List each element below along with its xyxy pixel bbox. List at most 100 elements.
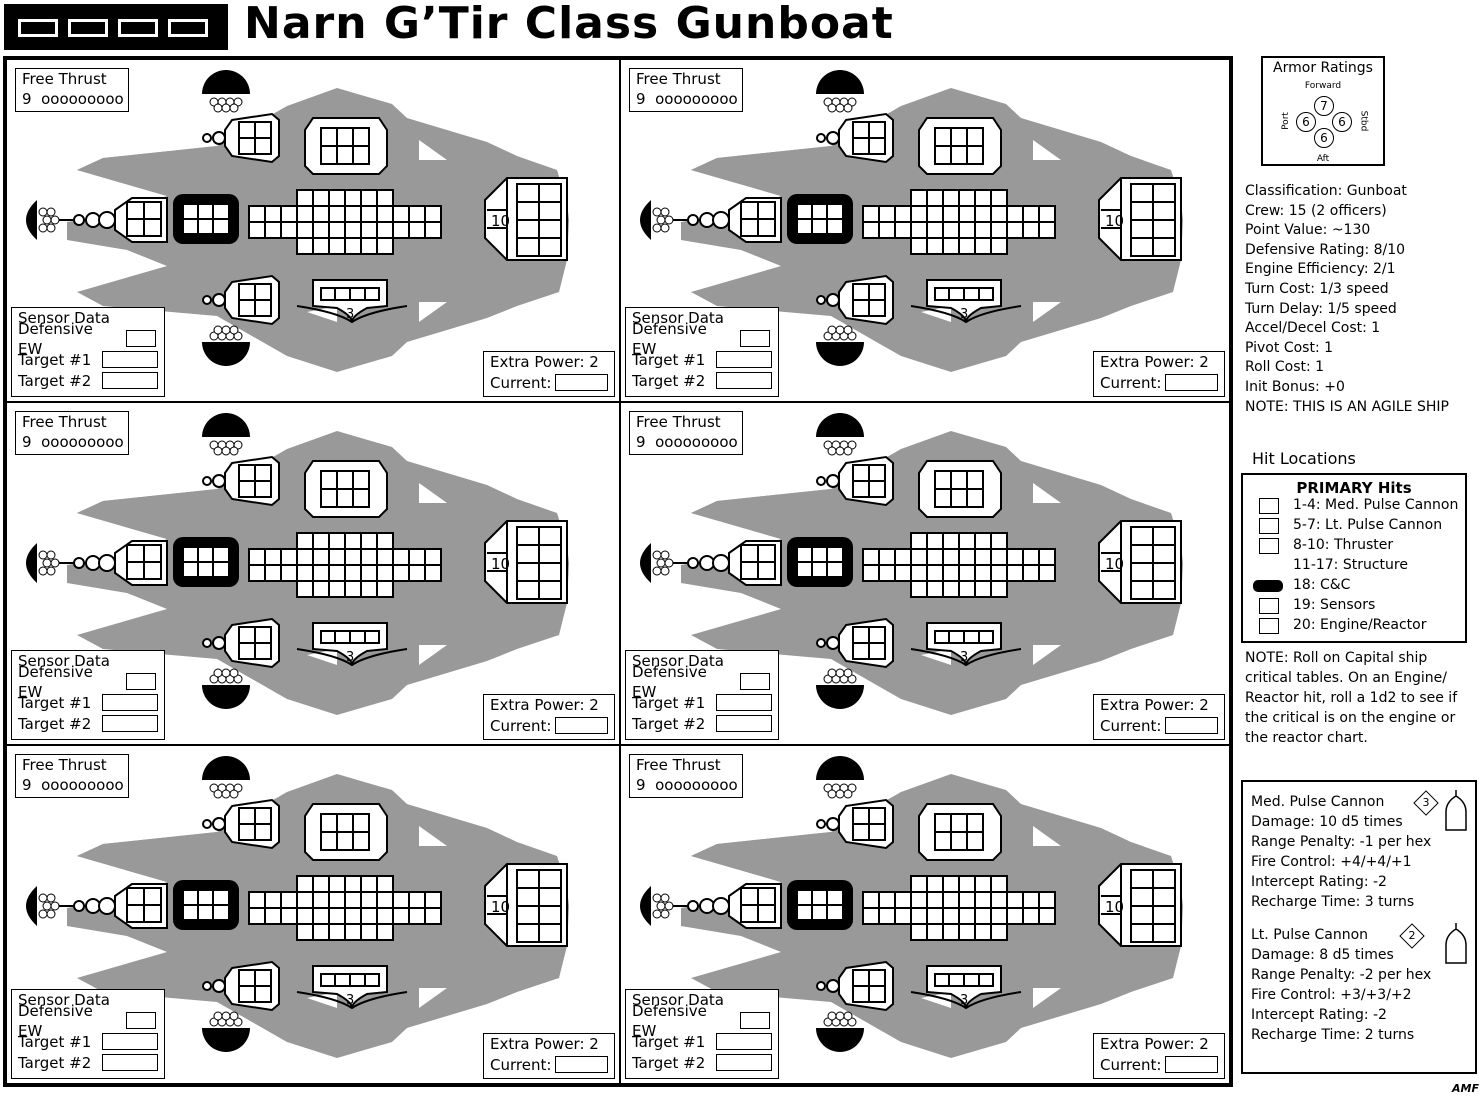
target1-input[interactable] bbox=[715, 1033, 772, 1050]
structure-box[interactable] bbox=[344, 907, 362, 925]
structure-box[interactable] bbox=[296, 548, 314, 566]
structure-box[interactable] bbox=[990, 548, 1008, 566]
structure-box[interactable] bbox=[942, 221, 960, 239]
structure-box[interactable] bbox=[296, 891, 314, 909]
structure-box[interactable] bbox=[328, 237, 346, 255]
structure-box[interactable] bbox=[926, 548, 944, 566]
structure-box[interactable] bbox=[862, 548, 880, 566]
structure-box[interactable] bbox=[424, 564, 442, 582]
structure-box[interactable] bbox=[296, 205, 314, 223]
structure-box[interactable] bbox=[392, 564, 410, 582]
defensive-ew-input[interactable] bbox=[740, 1012, 770, 1029]
structure-box[interactable] bbox=[248, 907, 266, 925]
structure-box[interactable] bbox=[990, 189, 1008, 207]
structure-box[interactable] bbox=[1038, 221, 1056, 239]
structure-box[interactable] bbox=[376, 923, 394, 941]
structure-box[interactable] bbox=[424, 907, 442, 925]
structure-box[interactable] bbox=[376, 237, 394, 255]
structure-box[interactable] bbox=[344, 237, 362, 255]
structure-box[interactable] bbox=[424, 891, 442, 909]
structure-box[interactable] bbox=[958, 548, 976, 566]
target1-input[interactable] bbox=[101, 694, 158, 711]
structure-box[interactable] bbox=[248, 548, 266, 566]
structure-box[interactable] bbox=[328, 907, 346, 925]
structure-box[interactable] bbox=[878, 891, 896, 909]
structure-box[interactable] bbox=[360, 564, 378, 582]
structure-box[interactable] bbox=[408, 564, 426, 582]
structure-box[interactable] bbox=[894, 564, 912, 582]
structure-box[interactable] bbox=[878, 907, 896, 925]
structure-box[interactable] bbox=[296, 875, 314, 893]
structure-box[interactable] bbox=[1006, 221, 1024, 239]
structure-box[interactable] bbox=[942, 564, 960, 582]
defensive-ew-input[interactable] bbox=[126, 330, 156, 347]
structure-box[interactable] bbox=[408, 907, 426, 925]
thrust-boxes[interactable]: ooooooooo bbox=[655, 433, 738, 451]
structure-box[interactable] bbox=[280, 548, 298, 566]
structure-box[interactable] bbox=[1006, 205, 1024, 223]
structure-box[interactable] bbox=[910, 205, 928, 223]
structure-box[interactable] bbox=[894, 205, 912, 223]
structure-box[interactable] bbox=[392, 205, 410, 223]
structure-box[interactable] bbox=[248, 221, 266, 239]
structure-box[interactable] bbox=[328, 564, 346, 582]
structure-box[interactable] bbox=[344, 923, 362, 941]
structure-box[interactable] bbox=[344, 221, 362, 239]
structure-box[interactable] bbox=[376, 564, 394, 582]
structure-box[interactable] bbox=[376, 580, 394, 598]
defensive-ew-input[interactable] bbox=[126, 673, 156, 690]
structure-box[interactable] bbox=[974, 923, 992, 941]
structure-box[interactable] bbox=[910, 564, 928, 582]
structure-box[interactable] bbox=[344, 891, 362, 909]
structure-box[interactable] bbox=[1038, 564, 1056, 582]
structure-box[interactable] bbox=[942, 237, 960, 255]
structure-box[interactable] bbox=[312, 564, 330, 582]
structure-box[interactable] bbox=[926, 891, 944, 909]
structure-box[interactable] bbox=[926, 189, 944, 207]
structure-box[interactable] bbox=[1006, 548, 1024, 566]
defensive-ew-input[interactable] bbox=[740, 673, 770, 690]
structure-box[interactable] bbox=[392, 221, 410, 239]
target1-input[interactable] bbox=[101, 1033, 158, 1050]
thrust-boxes[interactable]: ooooooooo bbox=[41, 90, 124, 108]
structure-box[interactable] bbox=[312, 221, 330, 239]
target2-input[interactable] bbox=[101, 372, 158, 389]
structure-box[interactable] bbox=[958, 875, 976, 893]
structure-box[interactable] bbox=[958, 221, 976, 239]
structure-box[interactable] bbox=[264, 548, 282, 566]
structure-box[interactable] bbox=[392, 548, 410, 566]
structure-box[interactable] bbox=[974, 548, 992, 566]
structure-box[interactable] bbox=[1038, 205, 1056, 223]
structure-box[interactable] bbox=[990, 891, 1008, 909]
structure-box[interactable] bbox=[328, 891, 346, 909]
structure-box[interactable] bbox=[376, 205, 394, 223]
structure-box[interactable] bbox=[942, 891, 960, 909]
target2-input[interactable] bbox=[715, 715, 772, 732]
current-power-input[interactable] bbox=[1164, 717, 1218, 734]
structure-box[interactable] bbox=[328, 923, 346, 941]
structure-box[interactable] bbox=[958, 205, 976, 223]
structure-box[interactable] bbox=[990, 205, 1008, 223]
structure-box[interactable] bbox=[344, 548, 362, 566]
structure-box[interactable] bbox=[1022, 907, 1040, 925]
structure-box[interactable] bbox=[296, 532, 314, 550]
structure-box[interactable] bbox=[424, 221, 442, 239]
structure-box[interactable] bbox=[1022, 548, 1040, 566]
structure-box[interactable] bbox=[360, 205, 378, 223]
structure-box[interactable] bbox=[280, 564, 298, 582]
structure-box[interactable] bbox=[376, 548, 394, 566]
structure-box[interactable] bbox=[360, 548, 378, 566]
structure-box[interactable] bbox=[910, 907, 928, 925]
structure-box[interactable] bbox=[344, 189, 362, 207]
structure-box[interactable] bbox=[958, 923, 976, 941]
structure-box[interactable] bbox=[942, 205, 960, 223]
structure-box[interactable] bbox=[264, 221, 282, 239]
structure-box[interactable] bbox=[910, 891, 928, 909]
structure-box[interactable] bbox=[296, 580, 314, 598]
structure-box[interactable] bbox=[376, 891, 394, 909]
structure-box[interactable] bbox=[958, 580, 976, 598]
target1-input[interactable] bbox=[715, 351, 772, 368]
structure-box[interactable] bbox=[1038, 548, 1056, 566]
structure-box[interactable] bbox=[942, 923, 960, 941]
structure-box[interactable] bbox=[926, 923, 944, 941]
